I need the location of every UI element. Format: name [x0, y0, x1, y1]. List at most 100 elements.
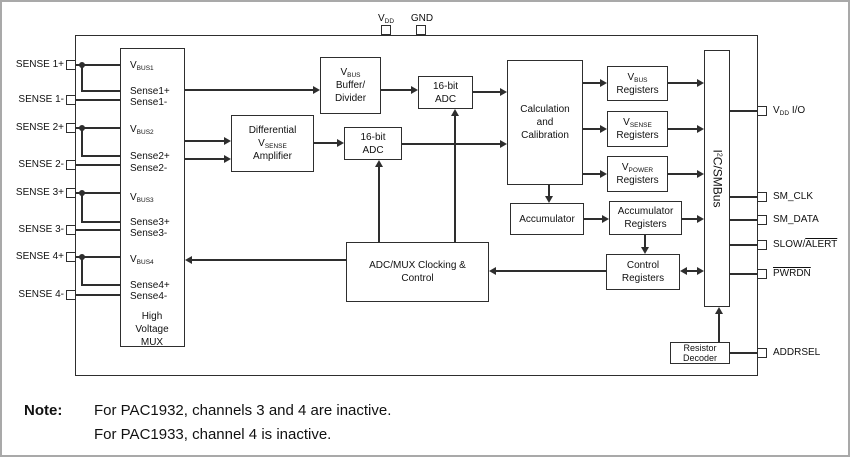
sense3p-label: SENSE 3+ — [15, 187, 64, 198]
vbus-buffer-divider-block: VBUS Buffer/ Divider — [320, 57, 381, 114]
mux-sense2m-label: Sense2- — [130, 163, 168, 174]
accumulator-label: Accumulator — [519, 213, 575, 225]
vddio-pin — [757, 106, 767, 116]
arrowhead — [600, 125, 607, 133]
arrowhead — [224, 155, 231, 163]
wire — [686, 270, 698, 272]
arrowhead — [715, 307, 723, 314]
wire — [730, 110, 757, 112]
adc-top-line2: ADC — [434, 93, 457, 105]
junction-dot — [79, 190, 85, 196]
wire — [730, 352, 757, 354]
wire — [76, 99, 120, 101]
sense4m-label: SENSE 4- — [18, 289, 64, 300]
arrowhead — [697, 170, 704, 178]
smdata-pin — [757, 215, 767, 225]
control-registers-block: Control Registers — [606, 254, 680, 290]
diff-amp-line2: VSENSE — [258, 138, 287, 150]
wire — [548, 185, 550, 198]
sense4m-pin — [66, 290, 76, 300]
adc-bottom-block: 16-bit ADC — [344, 127, 402, 160]
accum-reg-line2: Registers — [624, 219, 667, 230]
smclk-label: SM_CLK — [773, 191, 814, 202]
sense3m-pin — [66, 225, 76, 235]
wire — [191, 259, 346, 261]
vbus-reg-line1: VBUS — [627, 71, 648, 84]
pwrdn-label: PWRDN — [773, 268, 811, 279]
vbus-buffer-line1: VBUS — [340, 67, 361, 79]
wire — [81, 193, 83, 222]
mux-vbus2-label: VBUS2 — [130, 124, 154, 136]
junction-dot — [79, 254, 85, 260]
wire — [402, 143, 501, 145]
accumulator-registers-block: Accumulator Registers — [609, 201, 682, 235]
arrowhead — [500, 88, 507, 96]
wire — [668, 82, 698, 84]
mux-vbus3-label: VBUS3 — [130, 192, 154, 204]
wire — [76, 294, 120, 296]
vbus-registers-block: VBUS Registers — [607, 66, 668, 101]
pwrdn-pin — [757, 269, 767, 279]
adc-bottom-line1: 16-bit — [360, 131, 386, 143]
smdata-label: SM_DATA — [773, 214, 819, 225]
sense1m-pin — [66, 95, 76, 105]
arrowhead — [680, 267, 687, 275]
wire — [81, 257, 83, 285]
arrowhead — [697, 125, 704, 133]
addrsel-pin — [757, 348, 767, 358]
mux-title-line2: Voltage — [135, 324, 169, 335]
wire — [76, 127, 120, 129]
wire — [682, 218, 698, 220]
arrowhead — [451, 109, 459, 116]
arrowhead — [545, 196, 553, 203]
vsense-reg-line1: VSENSE — [623, 117, 652, 129]
arrowhead — [489, 267, 496, 275]
vdd-pin — [381, 25, 391, 35]
mux-title-line3: MUX — [140, 337, 164, 348]
mux-title-line1: High — [141, 311, 163, 322]
sense2m-pin — [66, 160, 76, 170]
accumulator-block: Accumulator — [510, 203, 584, 235]
wire — [730, 196, 757, 198]
mux-sense4m-label: Sense4- — [130, 291, 168, 302]
vpower-reg-line2: Registers — [616, 175, 659, 186]
wire — [81, 284, 120, 286]
mux-vbus1-label: VBUS1 — [130, 60, 154, 72]
vbus-reg-line2: Registers — [616, 84, 659, 96]
resistor-decoder-line1: Resistor — [683, 343, 717, 353]
i2c-smbus-block: I2C/SMBus — [704, 50, 730, 307]
note-line1: For PAC1932, channels 3 and 4 are inacti… — [94, 402, 392, 419]
high-voltage-mux-block: VBUS1 Sense1+ Sense1- VBUS2 Sense2+ Sens… — [120, 48, 185, 348]
wire — [583, 82, 601, 84]
sense1p-label: SENSE 1+ — [15, 59, 64, 70]
wire — [730, 273, 757, 275]
adcmux-line2: Control — [401, 273, 434, 284]
adc-top-block: 16-bit ADC — [418, 76, 473, 109]
wire — [583, 128, 601, 130]
resistor-decoder-block: Resistor Decoder — [670, 342, 730, 364]
wire — [81, 90, 120, 92]
wire — [76, 192, 120, 194]
arrowhead — [375, 160, 383, 167]
adcmux-clocking-control-block: ADC/MUX Clocking & Control — [346, 242, 489, 302]
diff-amp-line3: Amplifier — [253, 151, 292, 162]
slow-alert-pin — [757, 240, 767, 250]
calc-line2: and — [536, 117, 554, 128]
wire — [76, 64, 120, 66]
wire — [718, 312, 720, 342]
arrowhead — [697, 215, 704, 223]
arrowhead — [697, 267, 704, 275]
mux-sense3m-label: Sense3- — [130, 228, 168, 239]
vddio-label: VDD I/O — [773, 105, 806, 117]
addrsel-label: ADDRSEL — [773, 347, 821, 358]
sense4p-label: SENSE 4+ — [15, 251, 64, 262]
sense3m-label: SENSE 3- — [18, 224, 64, 235]
wire — [81, 155, 120, 157]
junction-dot — [79, 62, 85, 68]
adc-top-line1: 16-bit — [432, 80, 458, 92]
calc-line1: Calculation — [520, 104, 570, 115]
wire — [473, 91, 501, 93]
mux-sense2p-label: Sense2+ — [130, 151, 170, 162]
calc-line3: Calibration — [521, 130, 569, 141]
